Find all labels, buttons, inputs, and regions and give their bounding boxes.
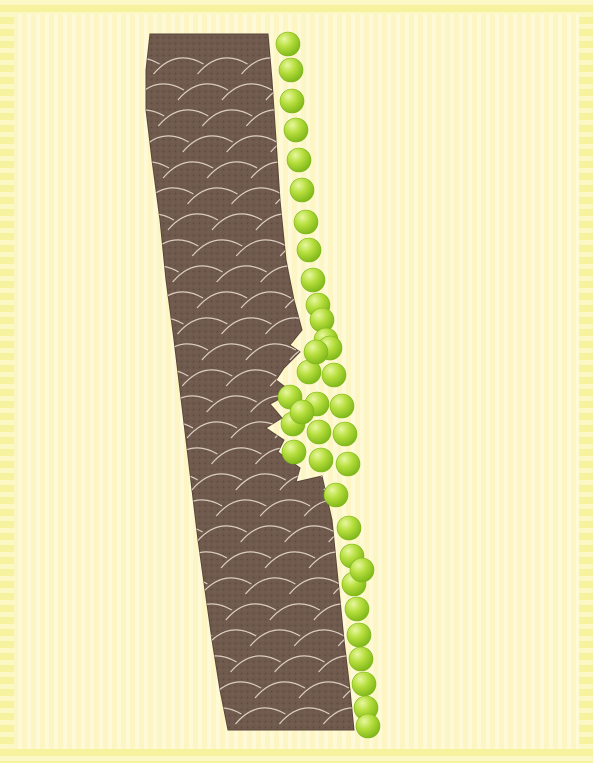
conditioner-particle	[284, 118, 308, 142]
conditioner-particle	[301, 268, 325, 292]
conditioner-particle	[356, 714, 380, 738]
conditioner-particle	[309, 448, 333, 472]
conditioner-particle	[347, 623, 371, 647]
conditioner-particle	[322, 363, 346, 387]
conditioner-particle	[349, 647, 373, 671]
conditioner-particle	[330, 394, 354, 418]
conditioner-particle	[287, 148, 311, 172]
conditioner-particle	[345, 597, 369, 621]
conditioner-particle	[304, 340, 328, 364]
conditioner-particle	[324, 483, 348, 507]
conditioner-particle	[337, 516, 361, 540]
conditioner-particle	[279, 58, 303, 82]
conditioner-particle	[297, 238, 321, 262]
conditioner-particle	[352, 672, 376, 696]
conditioner-particle	[282, 440, 306, 464]
conditioner-particle	[294, 210, 318, 234]
conditioner-particle	[290, 400, 314, 424]
conditioner-particle	[280, 89, 304, 113]
conditioner-particle	[333, 422, 357, 446]
conditioner-particle	[307, 420, 331, 444]
conditioner-particle	[336, 452, 360, 476]
conditioner-particle	[290, 178, 314, 202]
conditioner-particle	[350, 558, 374, 582]
conditioner-particle	[276, 32, 300, 56]
